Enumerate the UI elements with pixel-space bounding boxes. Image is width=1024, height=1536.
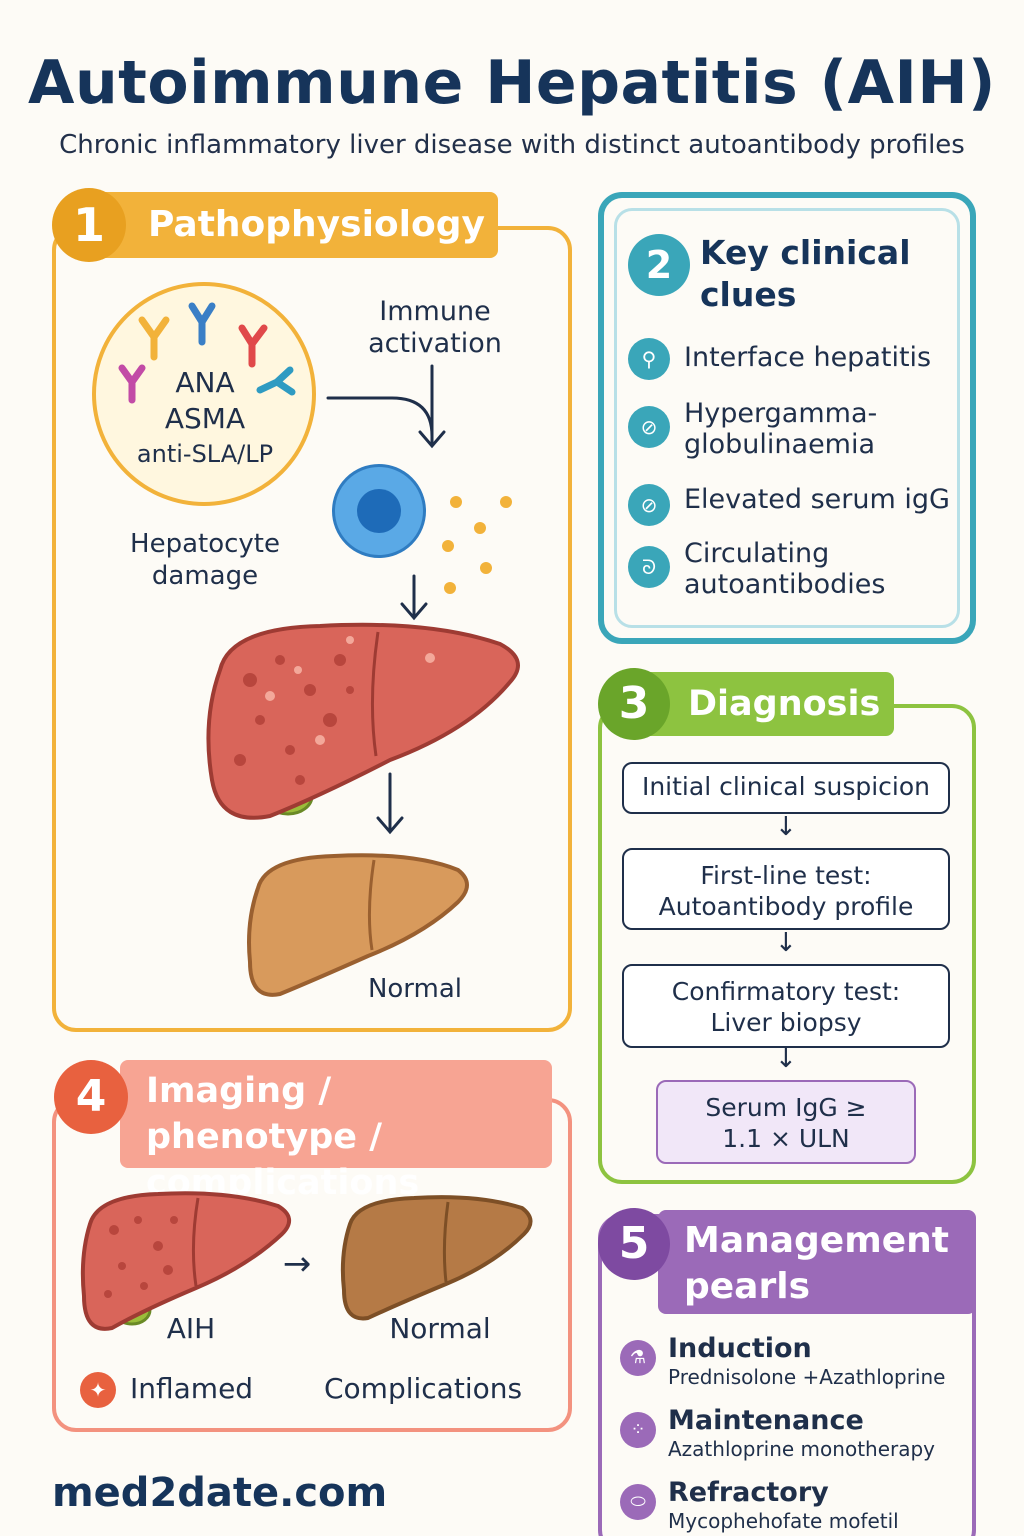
arrow-down-icon: ↓ [775,812,797,842]
diagnosis-step-1: Initial clinical suspicion [622,762,950,814]
imaging-tab: Imaging / phenotype / complications [120,1060,552,1203]
hepatocyte-damage-label: Hepatocyte damage [130,529,280,591]
diagnosis-title: Diagnosis [688,684,881,724]
antibody-icon [188,302,216,346]
management-title: Management pearls [684,1220,949,1307]
arrow-down-icon: ↓ [775,928,797,958]
antibody-ana: ANA [175,366,235,399]
normal-liver [247,853,469,997]
antibody-icons [118,302,296,404]
management-tab: Management pearls [658,1210,976,1314]
aih-liver [80,1191,291,1331]
normal-liver-label: Normal [367,974,463,1004]
management-item-maintenance: ⁘ Maintenance Azathloprine monotherapy [620,1406,935,1462]
management-item-induction: ⚗ Induction Prednisolone +Azathloprine [620,1334,945,1390]
dots-icon: ⁘ [620,1412,656,1448]
inflamed-icon: ✦ [80,1372,116,1408]
capsule-icon: ⬭ [620,1484,656,1520]
section-number-1: 1 [52,188,126,262]
clue-circulating-autoantibodies: ᘐ Circulating autoantibodies [628,538,894,600]
antibody-icon [238,324,268,368]
phenotype-arrow-icon: → [282,1244,312,1284]
drop-icon: ⊘ [628,484,670,526]
antibody-icon [256,366,296,396]
drop-icon: ⊘ [628,406,670,448]
clue-hypergammaglobulinaemia: ⊘ Hypergamma-globulinaemia [628,398,884,460]
diagnosis-step-4: Serum IgG ≥ 1.1 × ULN [656,1080,916,1164]
aih-label: AIH [166,1312,216,1345]
clue-interface-hepatitis: ⚲ Interface hepatitis [628,338,931,380]
diagnosis-step-2: First-line test: Autoantibody profile [622,848,950,930]
clinical-clues-title: Key clinical clues [700,233,911,314]
arrow-down-icon: ↓ [775,1044,797,1074]
normal-liver-small [340,1195,533,1321]
antibody-anti-sla: anti-SLA/LP [136,440,274,468]
antibody-icon: ᘐ [628,546,670,588]
section-number-2: 2 [628,234,690,296]
pathophysiology-title: Pathophysiology [148,204,485,245]
inflamed-label: Inflamed [130,1372,254,1405]
immune-activation-label: Immune activation [368,296,502,359]
antibody-icon [138,316,170,361]
inflamed-liver [206,622,520,820]
clue-elevated-igg: ⊘ Elevated serum igG [628,482,950,526]
management-item-refractory: ⬭ Refractory Mycophehofate mofetil [620,1478,899,1534]
page-subtitle: Chronic inflammatory liver disease with … [59,130,965,160]
antibody-asma: ASMA [164,402,246,435]
normal-small-label: Normal [389,1312,491,1345]
immune-cell-nucleus [357,489,401,533]
cytokine-dots [442,496,512,594]
site-name: med2date.com [52,1470,388,1516]
diagnosis-step-3: Confirmatory test: Liver biopsy [622,964,950,1048]
section-number-3: 3 [598,668,670,740]
pin-icon: ⚲ [628,338,670,380]
pill-icon: ⚗ [620,1340,656,1376]
section-number-5: 5 [598,1208,670,1280]
complications-label: Complications [324,1372,523,1405]
antibody-icon [118,364,146,404]
pathophysiology-tab: Pathophysiology [90,192,498,258]
section-number-4: 4 [54,1060,128,1134]
imaging-title: Imaging / phenotype / complications [146,1071,420,1203]
pathway-arrows [326,364,446,835]
diagnosis-tab: Diagnosis [640,672,894,736]
page-title: Autoimmune Hepatitis (AIH) [28,48,996,118]
